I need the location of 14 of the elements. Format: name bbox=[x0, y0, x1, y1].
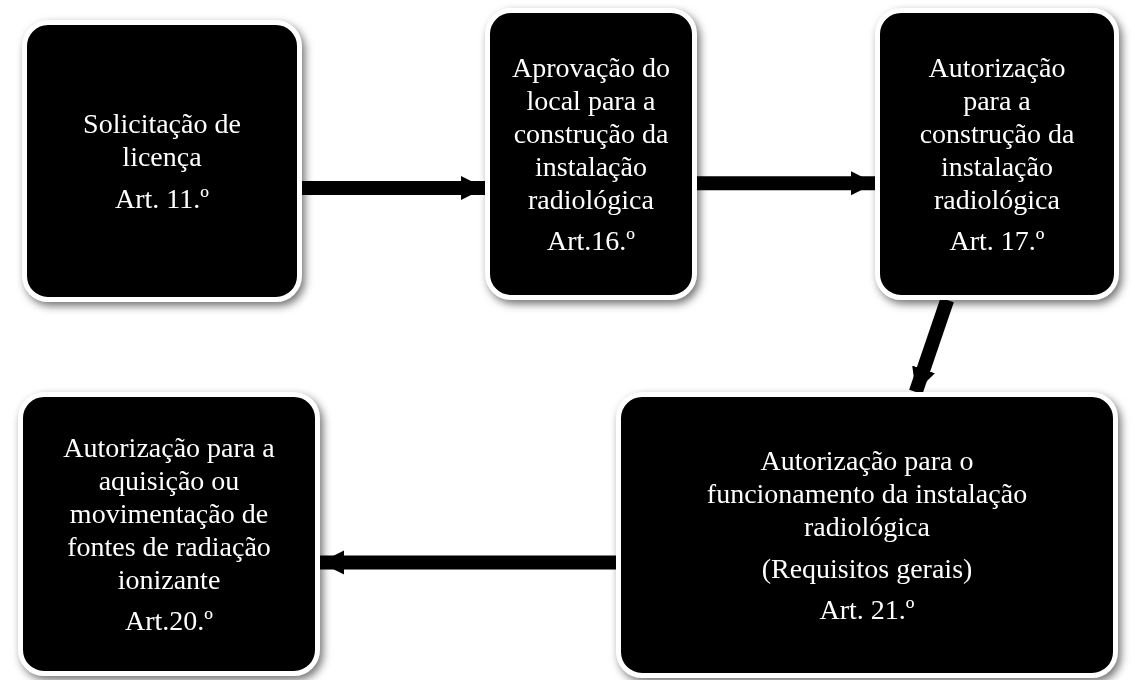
box-text: Art. 17.º bbox=[949, 224, 1045, 258]
box-text: Art.20.º bbox=[125, 604, 213, 638]
arrow bbox=[302, 176, 485, 200]
arrow bbox=[697, 171, 875, 196]
box-text: Solicitação de licença bbox=[82, 107, 242, 174]
arrow bbox=[320, 550, 616, 575]
box-text: Art.16.º bbox=[547, 224, 635, 258]
box-text: Autorização para a construção da instalação radiológica bbox=[918, 50, 1076, 217]
box-text: Art. 21.º bbox=[819, 592, 915, 626]
box-text: Art. 11.º bbox=[115, 181, 209, 215]
box-text: Autorização para a aquisição ou movimentação de fontes de radiação ionizante bbox=[62, 430, 276, 597]
box-text: Aprovação do local para a construção da instalação radiológica bbox=[511, 50, 671, 217]
box-text: (Requisitos gerais) bbox=[761, 551, 973, 585]
box-text: Autorização para o funcionamento da instalação radiológica bbox=[705, 444, 1029, 544]
